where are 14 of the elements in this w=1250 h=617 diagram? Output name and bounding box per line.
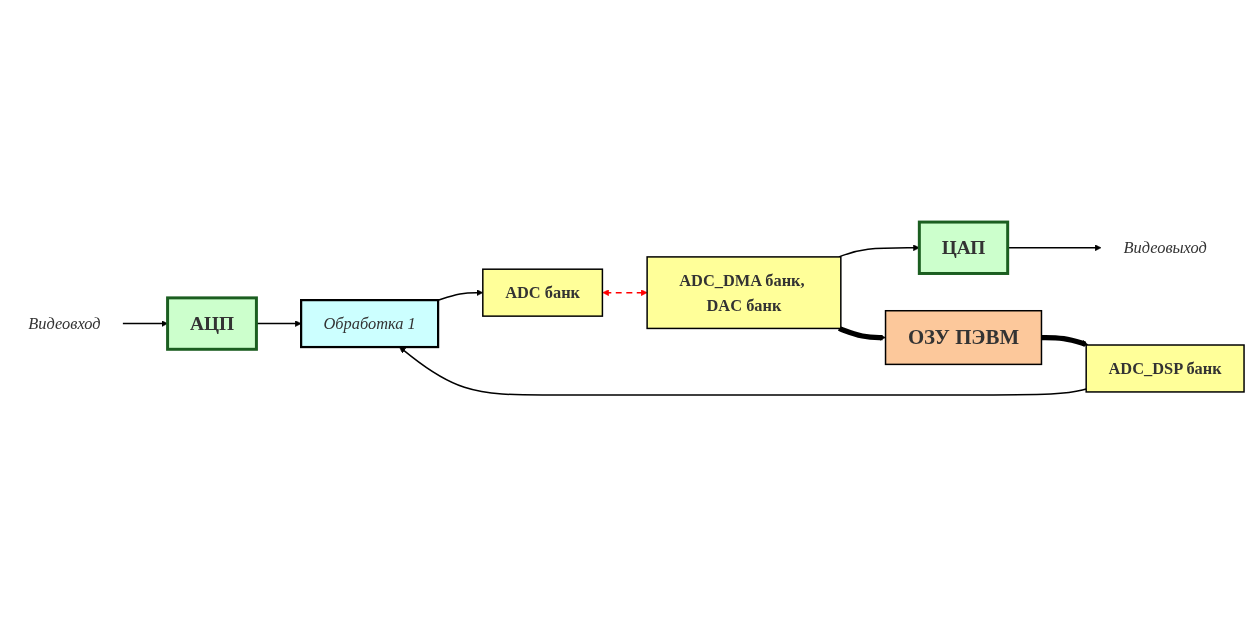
arrow xyxy=(602,289,648,296)
node-box: ЦАП xyxy=(917,220,1010,275)
node-text: Видеовыход xyxy=(1123,238,1207,258)
node-box: ОЗУ ПЭВМ xyxy=(884,310,1043,366)
arrow xyxy=(838,244,920,258)
arrow xyxy=(838,326,886,341)
node-text: Видеовход xyxy=(28,314,101,333)
node-box: ADC_DSP банк xyxy=(1085,344,1245,393)
arrow xyxy=(1041,334,1089,347)
node-box: АЦП xyxy=(166,296,258,351)
arrow xyxy=(122,320,168,327)
node-box: ADC банк xyxy=(482,268,604,317)
node-box: Обработка 1 xyxy=(300,299,440,349)
node-box: ADC_DMA банк, DAC банк xyxy=(646,256,842,330)
